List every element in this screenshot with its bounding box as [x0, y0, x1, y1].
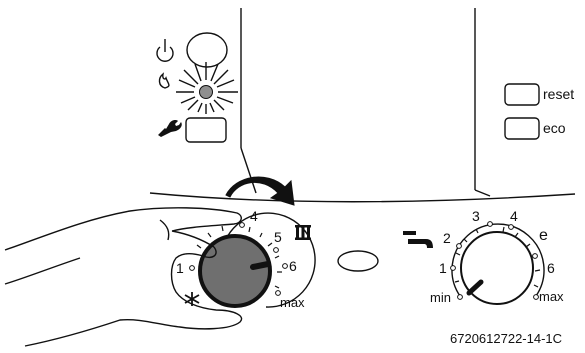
- hot-water-dial-marker-4: [508, 224, 514, 230]
- heating-dial-label-5: 5: [274, 229, 282, 245]
- service-button[interactable]: [185, 117, 227, 143]
- reset-label: reset: [543, 86, 574, 102]
- hand-icon: [4, 207, 243, 347]
- heating-dial-label-4: 4: [250, 208, 258, 224]
- heating-dial-ticks: [196, 225, 282, 289]
- heating-dial-label-1: 1: [176, 260, 184, 276]
- heating-dial-label-6: 6: [289, 258, 297, 274]
- hot-water-dial-label-max: max: [539, 289, 564, 304]
- hot-water-dial-label-min: min: [430, 290, 451, 305]
- eco-label: eco: [543, 120, 566, 136]
- heating-dial-marker-max: [275, 290, 281, 296]
- eco-button[interactable]: [504, 117, 540, 140]
- heating-dial-marker-1: [189, 265, 195, 271]
- indicator-lamp-icon: [176, 62, 238, 114]
- hot-water-dial-label-2: 2: [443, 230, 451, 246]
- heating-dial-knob[interactable]: [198, 234, 272, 308]
- hot-water-dial-marker-min: [457, 294, 463, 300]
- panel-fold-right: [474, 189, 491, 197]
- center-oval-button[interactable]: [337, 250, 379, 272]
- power-icon: [156, 39, 174, 62]
- tap-icon: [403, 231, 433, 248]
- hot-water-dial-label-1: 1: [439, 260, 447, 276]
- wrench-icon: [158, 120, 182, 137]
- heating-dial-marker-5: [273, 247, 279, 253]
- power-button[interactable]: [186, 32, 228, 68]
- hot-water-dial-marker-1: [450, 265, 456, 271]
- hot-water-dial-pointer: [466, 279, 484, 296]
- hot-water-dial-label-4: 4: [510, 208, 518, 224]
- heating-dial[interactable]: 1 4 5 6 max: [176, 208, 316, 310]
- heating-dial-label-max: max: [280, 295, 305, 310]
- hot-water-dial-marker-3: [487, 221, 493, 227]
- hot-water-dial-marker-max: [533, 294, 539, 300]
- heating-dial-marker-4: [239, 222, 245, 228]
- panel-lower-edge: [149, 192, 576, 203]
- reset-button[interactable]: [504, 83, 540, 106]
- radiator-icon: [295, 225, 311, 240]
- hot-water-dial-marker-e: [532, 253, 538, 259]
- hot-water-dial-label-e: e: [539, 227, 548, 244]
- figure-id: 6720612722-14-1C: [450, 331, 562, 346]
- hot-water-dial-ticks: [454, 226, 541, 288]
- flame-icon: [158, 72, 170, 89]
- hot-water-dial[interactable]: min 1 2 3 4 e 6 max: [430, 208, 564, 305]
- heating-dial-marker-6: [282, 263, 288, 269]
- panel-fold-left: [240, 147, 257, 194]
- rotation-arrow-icon: [225, 176, 295, 206]
- hot-water-dial-label-3: 3: [472, 208, 480, 224]
- hot-water-dial-label-6: 6: [547, 260, 555, 276]
- hot-water-dial-marker-2: [456, 243, 462, 249]
- heating-dial-pointer: [250, 261, 271, 270]
